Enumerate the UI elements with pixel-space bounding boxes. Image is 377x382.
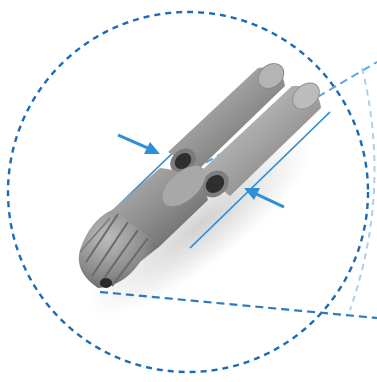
nozzle-tip-hole bbox=[100, 278, 112, 288]
arrow-right-down-icon bbox=[118, 135, 160, 154]
light-arc-right bbox=[350, 68, 375, 310]
